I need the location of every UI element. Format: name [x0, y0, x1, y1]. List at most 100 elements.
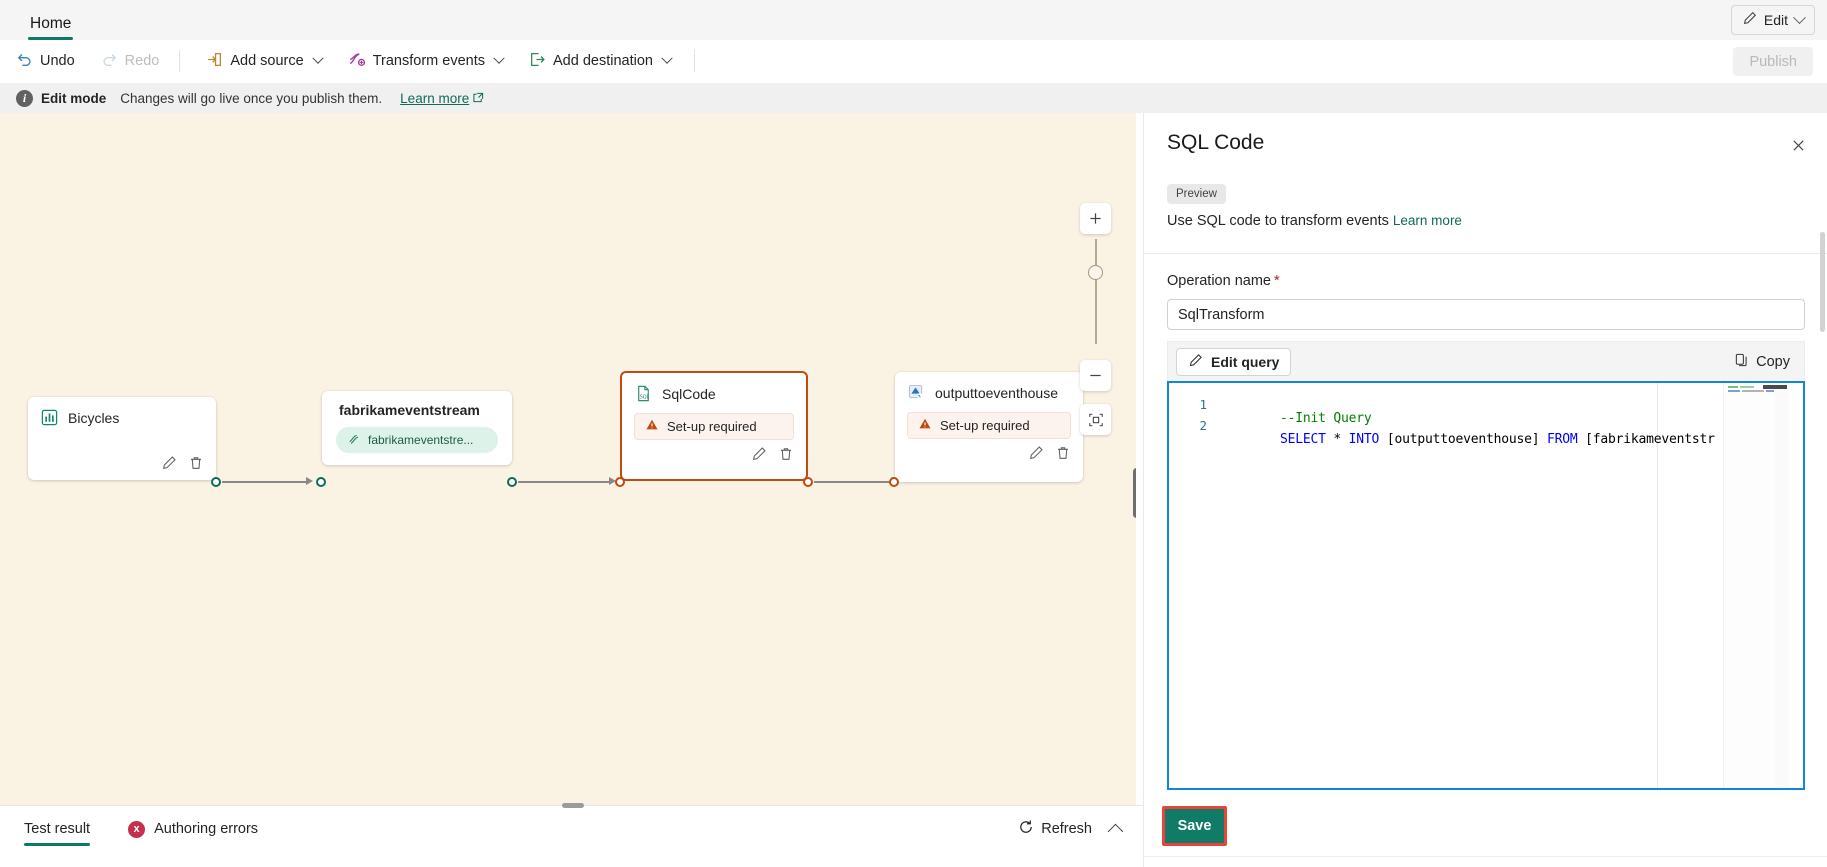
- line-number: 2: [1199, 418, 1207, 433]
- code-token: SELECT: [1280, 432, 1326, 447]
- delete-node-icon[interactable]: [188, 455, 204, 471]
- warning-icon: [645, 418, 659, 435]
- node-sqlcode-input-port[interactable]: [615, 477, 625, 487]
- node-stream-header: fabrikameventstream: [322, 391, 512, 422]
- refresh-button[interactable]: Refresh: [1018, 819, 1092, 839]
- edit-node-icon[interactable]: [751, 446, 767, 462]
- external-link-icon: [473, 91, 484, 106]
- zoom-out-button[interactable]: [1080, 360, 1111, 391]
- code-token: FROM: [1546, 432, 1578, 447]
- undo-button[interactable]: Undo: [6, 46, 85, 76]
- stream-pill-label: fabrikameventstre...: [368, 433, 474, 447]
- banner-learn-more-link[interactable]: Learn more: [400, 91, 484, 106]
- editor-line-number-gutter: 1 2: [1169, 383, 1215, 788]
- transform-events-label: Transform events: [372, 53, 485, 69]
- tab-home[interactable]: Home: [22, 15, 79, 40]
- delete-node-icon[interactable]: [1055, 445, 1071, 461]
- side-panel-scrollbar[interactable]: [1820, 232, 1825, 332]
- ribbon-toolbar: Undo Redo Add source Transform events: [0, 40, 1827, 83]
- pencil-icon: [1188, 353, 1203, 371]
- error-badge-icon: x: [128, 820, 146, 838]
- minimap-row: [1766, 390, 1774, 392]
- node-sqlcode-status-label: Set-up required: [667, 419, 757, 434]
- node-bicycles-header: Bicycles: [28, 397, 216, 431]
- fit-to-screen-button[interactable]: [1080, 404, 1111, 435]
- node-sqlcode[interactable]: SQL SqlCode Set-up required: [620, 371, 808, 481]
- tab-authoring-errors-label: Authoring errors: [154, 821, 259, 837]
- edit-query-label: Edit query: [1211, 353, 1280, 370]
- minimap-row: [1742, 390, 1764, 392]
- required-asterisk: *: [1273, 273, 1280, 289]
- edit-button[interactable]: Edit: [1730, 5, 1815, 35]
- add-source-label: Add source: [230, 53, 304, 69]
- node-bicycles[interactable]: Bicycles: [28, 397, 216, 480]
- chevron-down-icon: [1793, 10, 1806, 24]
- node-eventhouse-input-port[interactable]: [889, 477, 899, 487]
- node-outputtoeventhouse[interactable]: outputtoeventhouse Set-up required: [895, 372, 1083, 482]
- edit-query-button[interactable]: Edit query: [1176, 347, 1292, 376]
- preview-badge: Preview: [1167, 184, 1226, 204]
- code-line-1[interactable]: --Init Query: [1219, 396, 1372, 441]
- bottom-results-panel: Test result x Authoring errors Refresh: [0, 803, 1143, 867]
- zoom-slider-track[interactable]: [1095, 239, 1097, 344]
- sql-file-icon: SQL: [634, 384, 653, 403]
- edge-arrow-2: [609, 477, 616, 485]
- chart-icon: [40, 408, 59, 427]
- pipeline-canvas[interactable]: Bicycles fabrikameventstream: [0, 113, 1143, 805]
- pencil-icon: [1742, 11, 1757, 29]
- add-destination-label: Add destination: [552, 53, 653, 69]
- add-source-button[interactable]: Add source: [196, 46, 331, 76]
- zoom-slider-thumb[interactable]: [1088, 265, 1103, 280]
- save-button[interactable]: Save: [1165, 809, 1224, 843]
- edge-arrow-1: [306, 477, 313, 485]
- zoom-in-button[interactable]: [1080, 203, 1111, 234]
- code-token: [outputtoeventhouse]: [1379, 432, 1547, 447]
- edit-button-label: Edit: [1763, 12, 1788, 28]
- code-line-2[interactable]: SELECT * INTO [outputtoeventhouse] FROM …: [1219, 417, 1715, 462]
- publish-button: Publish: [1733, 47, 1813, 76]
- node-eventhouse-actions: [895, 439, 1083, 470]
- node-bicycles-title: Bicycles: [68, 409, 120, 426]
- panel-footer-divider: [1143, 856, 1827, 857]
- edit-node-icon[interactable]: [1028, 445, 1044, 461]
- node-stream-pill: fabrikameventstre...: [336, 427, 498, 453]
- add-source-icon: [206, 51, 223, 72]
- node-sqlcode-output-port[interactable]: [803, 477, 813, 487]
- panel-learn-more-link[interactable]: Learn more: [1392, 213, 1462, 228]
- copy-button[interactable]: Copy: [1728, 348, 1796, 376]
- panel-title: SQL Code: [1167, 131, 1265, 154]
- edge-stream-to-sqlcode: [518, 481, 612, 483]
- close-icon[interactable]: [1783, 130, 1813, 160]
- node-bicycles-output-port[interactable]: [211, 477, 221, 487]
- bottom-panel-tabs: Test result x Authoring errors: [0, 806, 1143, 852]
- tab-authoring-errors[interactable]: x Authoring errors: [128, 806, 258, 852]
- add-destination-button[interactable]: Add destination: [519, 46, 681, 76]
- operation-name-input[interactable]: [1167, 299, 1805, 330]
- node-stream-output-port[interactable]: [507, 477, 517, 487]
- node-bicycles-actions: [28, 431, 216, 480]
- node-fabrikameventstream[interactable]: fabrikameventstream fabrikameventstre...: [322, 391, 512, 465]
- tab-test-result[interactable]: Test result: [24, 806, 91, 852]
- warning-icon: [918, 417, 932, 434]
- panel-divider: [1144, 253, 1827, 254]
- collapse-panel-icon[interactable]: [1107, 823, 1124, 839]
- edit-node-icon[interactable]: [161, 455, 177, 471]
- transform-events-icon: [348, 50, 366, 72]
- sql-code-editor[interactable]: 1 2 --Init Query SELECT * INTO [outputto…: [1167, 381, 1805, 790]
- undo-label: Undo: [40, 53, 75, 69]
- panel-resize-handle[interactable]: [562, 803, 584, 808]
- canvas-zoom-controls: [1080, 203, 1114, 513]
- edge-bicycles-to-stream: [222, 481, 309, 483]
- node-stream-input-port[interactable]: [316, 477, 326, 487]
- minimap-slider[interactable]: [1775, 383, 1789, 788]
- copy-icon: [1734, 352, 1749, 372]
- window-tab-bar: Home Edit: [0, 0, 1827, 40]
- minimap-viewport-thumb[interactable]: [1763, 385, 1787, 389]
- node-sqlcode-title: SqlCode: [662, 385, 716, 402]
- transform-events-button[interactable]: Transform events: [338, 46, 513, 76]
- add-destination-icon: [529, 51, 546, 72]
- delete-node-icon[interactable]: [778, 446, 794, 462]
- editor-minimap[interactable]: [1723, 383, 1789, 788]
- node-eventhouse-status: Set-up required: [907, 412, 1071, 439]
